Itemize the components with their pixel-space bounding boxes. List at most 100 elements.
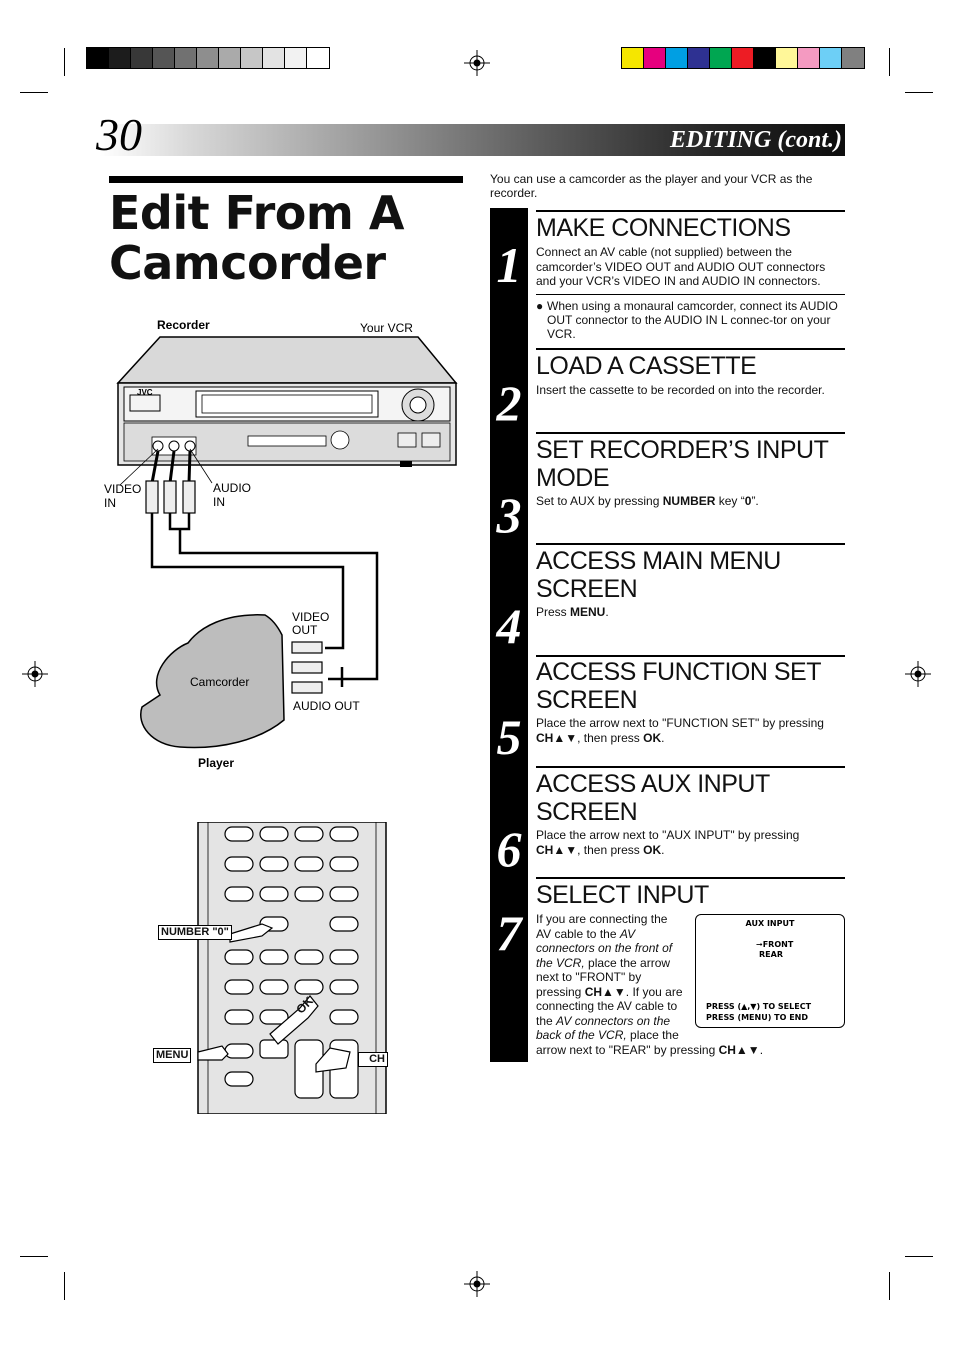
key-name: NUMBER	[662, 494, 716, 508]
text: AV connectors on the	[556, 1013, 671, 1028]
ch-key-label: CH	[358, 1052, 388, 1067]
text-line: back of the VCR, place the	[536, 1028, 846, 1043]
step-number: 5	[496, 709, 522, 765]
step-body: Connect an AV cable (not supplied) betwe…	[536, 245, 826, 288]
text-line: If you are connecting the	[536, 912, 668, 926]
step-title: ACCESS FUNCTION SET SCREEN	[536, 658, 821, 714]
aux-input-osd-screen: AUX INPUT ➞FRONT REAR PRESS (▲,▼) TO SEL…	[695, 914, 845, 1028]
text: Press	[536, 605, 571, 619]
key-name: CH▲▼	[536, 730, 578, 745]
recorder-label: Recorder	[157, 318, 210, 332]
text-line: the AV connectors on the	[536, 1014, 846, 1029]
osd-option-front: ➞FRONT	[756, 940, 794, 949]
key-name: CH▲▼	[584, 984, 626, 999]
key-name: OK	[643, 730, 662, 745]
osd-instruction: PRESS (▲,▼) TO SELECT	[706, 1002, 812, 1011]
section-title: EDITING (cont.)	[670, 127, 842, 153]
color-swatch	[797, 47, 821, 69]
text: , then press	[577, 842, 644, 857]
step-number: 7	[496, 905, 522, 961]
color-swatch	[731, 47, 755, 69]
crop-mark	[20, 92, 48, 93]
crop-mark	[889, 1272, 890, 1300]
step-body: Press MENU.	[536, 605, 845, 620]
remote-illustration	[197, 822, 387, 1114]
step-body: Place the arrow next to "FUNCTION SET" b…	[536, 716, 845, 745]
text: , then press	[577, 730, 644, 745]
menu-key-label: MENU	[153, 1048, 192, 1063]
step-body: If you are connecting the AV cable to th…	[536, 912, 846, 1057]
text-line: pressing CH▲▼. If you are	[536, 985, 846, 1000]
crop-mark	[905, 1256, 933, 1257]
color-swatch	[306, 47, 330, 69]
crop-mark	[905, 92, 933, 93]
step-title: SELECT INPUT	[536, 881, 709, 909]
text-line: connecting the AV cable to	[536, 999, 678, 1013]
color-swatch	[819, 47, 843, 69]
camcorder-label: Camcorder	[190, 675, 249, 689]
color-swatch	[262, 47, 286, 69]
step-title: MAKE CONNECTIONS	[536, 214, 791, 242]
color-swatch	[240, 47, 264, 69]
cable-plugs-recorder	[145, 450, 196, 514]
note-divider	[536, 294, 845, 295]
text: Set to AUX by pressing	[536, 494, 663, 508]
text: back of the VCR,	[536, 1028, 627, 1042]
key-name: OK	[643, 842, 662, 857]
text-line: arrow next to "REAR" by pressing CH▲▼.	[536, 1043, 846, 1058]
step-number: 4	[496, 598, 522, 654]
text: .	[661, 730, 665, 745]
color-swatch	[130, 47, 154, 69]
header-band	[100, 124, 845, 156]
text: .	[605, 605, 609, 619]
text-line: connectors on the front of	[536, 941, 846, 956]
color-swatch	[218, 47, 242, 69]
text-line: the VCR, place the arrow	[536, 956, 846, 971]
step-number: 2	[496, 375, 522, 431]
text: connectors on the front of	[536, 941, 673, 955]
color-swatch	[687, 47, 711, 69]
color-swatch	[841, 47, 865, 69]
text: pressing	[536, 984, 585, 999]
step-divider	[536, 432, 845, 434]
key-name: CH▲▼	[536, 842, 578, 857]
color-swatch	[643, 47, 667, 69]
step-title: ACCESS MAIN MENU SCREEN	[536, 547, 781, 603]
step-number: 6	[496, 821, 522, 877]
step-number: 3	[496, 487, 522, 543]
color-swatch	[86, 47, 110, 69]
intro-text: You can use a camcorder as the player an…	[490, 172, 813, 200]
color-swatch	[753, 47, 777, 69]
step-body: Set to AUX by pressing NUMBER key “0”.	[536, 494, 845, 509]
text-line: AV cable to the AV	[536, 927, 846, 942]
color-swatch	[709, 47, 733, 69]
text: AV cable to the	[536, 926, 620, 941]
title-rule	[109, 176, 463, 183]
step-body: Insert the cassette to be recorded on in…	[536, 383, 825, 397]
crop-mark	[20, 1256, 48, 1257]
step-divider	[536, 655, 845, 657]
vcr-label: Your VCR	[360, 321, 413, 335]
color-swatch	[196, 47, 220, 69]
osd-instruction: PRESS (MENU) TO END	[706, 1013, 808, 1022]
registration-mark-icon	[905, 661, 931, 687]
color-swatch	[108, 47, 132, 69]
crop-mark	[64, 48, 65, 76]
registration-mark-icon	[464, 50, 490, 76]
text: .	[661, 842, 665, 857]
step-note: ● When using a monaural camcorder, conne…	[536, 299, 841, 341]
text-line: next to "FRONT" by	[536, 970, 642, 984]
text: ”.	[751, 494, 759, 508]
step-divider	[536, 543, 845, 545]
step-number-bar	[490, 208, 528, 1062]
bullet-icon: ●	[536, 299, 544, 313]
step-title: SET RECORDER’S INPUT MODE	[536, 436, 828, 492]
color-swatch	[174, 47, 198, 69]
number-key-label: NUMBER "0"	[158, 925, 232, 940]
page-number: 30	[96, 109, 142, 160]
text: place the arrow	[584, 955, 671, 970]
key-name: MENU	[570, 605, 606, 619]
player-label: Player	[198, 756, 234, 770]
